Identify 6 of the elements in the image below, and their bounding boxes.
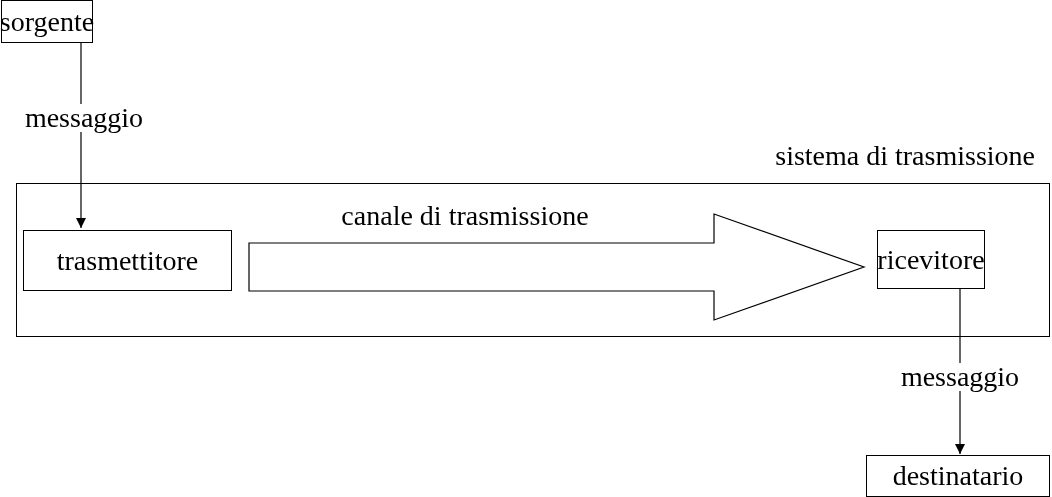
block-arrow	[248, 213, 866, 321]
group-heading: sistema di trasmissione	[775, 142, 1035, 170]
block-box: destinatario	[866, 455, 1050, 497]
block-box: ricevitore	[877, 230, 985, 289]
block-box: trasmettitore	[23, 230, 232, 291]
edge-label: canale di trasmissione	[340, 202, 590, 230]
